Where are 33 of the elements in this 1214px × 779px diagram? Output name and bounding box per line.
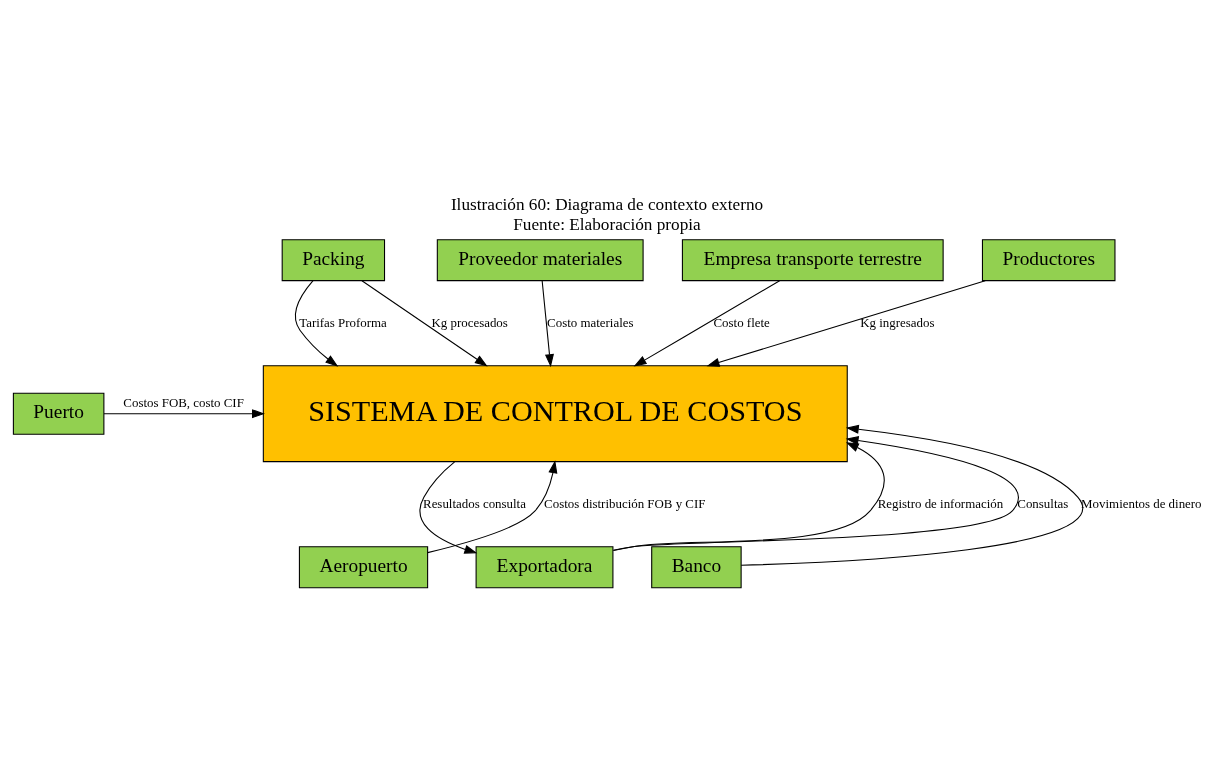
node-box: SISTEMA DE CONTROL DE COSTOS: [262, 364, 848, 462]
edge-label: Consultas: [1017, 495, 1069, 511]
diagram-title: Ilustración 60: Diagrama de contexto externo: [450, 194, 764, 214]
node-box: Puerto: [12, 392, 105, 435]
arrow: [612, 435, 1019, 551]
arrow: [740, 424, 1084, 566]
edge-label: Costos distribución FOB y CIF: [544, 495, 706, 511]
caption: Fuente: Elaboración propia: [513, 214, 701, 234]
node-box: Exportadora: [475, 545, 614, 588]
arrow: [419, 460, 478, 554]
node-box: Proveedor materiales: [436, 238, 644, 281]
arrow: [361, 279, 488, 366]
arrow: [427, 459, 558, 553]
node-box: Aeropuerto: [298, 545, 429, 588]
arrow: [612, 441, 885, 551]
arrow: [706, 279, 986, 367]
node-box: Empresa transporte terrestre: [681, 238, 944, 281]
edge-label: Kg ingresados: [860, 314, 935, 330]
node-box: Productores: [981, 238, 1116, 281]
node-box: Packing: [281, 238, 386, 281]
edge-label: Movimientos de dinero: [1081, 495, 1202, 511]
edge-label: Costo flete: [713, 314, 770, 330]
edge-label: Costo materiales: [547, 314, 634, 330]
arrow: [541, 279, 554, 367]
arrow: [294, 279, 339, 367]
edge-label: Kg procesados: [431, 314, 508, 330]
edge-label: Resultados consulta: [423, 495, 526, 511]
edge-label: Tarifas Proforma: [299, 314, 387, 330]
node-box: Banco: [651, 545, 742, 588]
arrow: [633, 279, 781, 367]
edge-label: Registro de información: [877, 495, 1004, 511]
edge-label: Costos FOB, costo CIF: [123, 394, 244, 410]
arrow: [103, 408, 265, 418]
